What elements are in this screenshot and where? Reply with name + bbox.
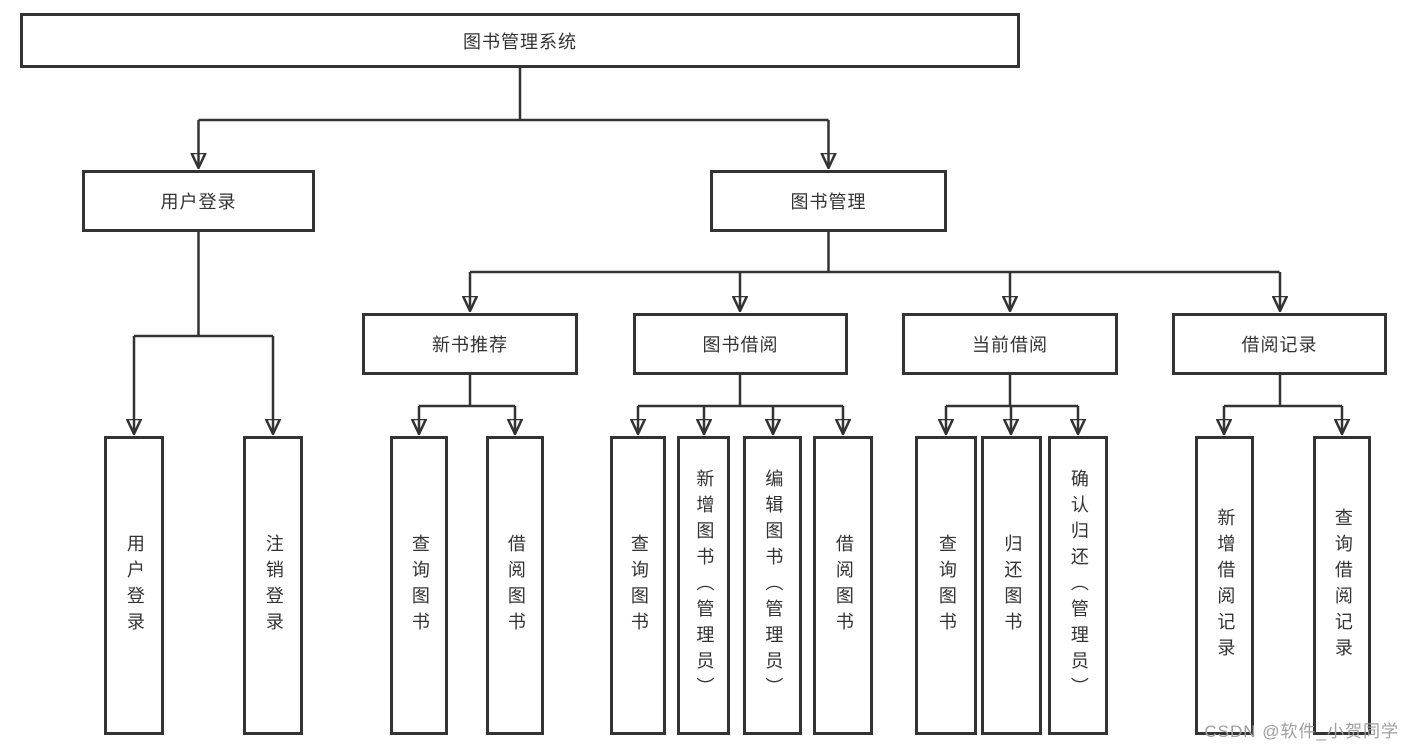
node-leaf-logout: 注销登录 [243,436,303,735]
node-label: 用户登录 [160,192,237,212]
node-label: 借阅图书 [833,533,854,638]
node-label: 归还图书 [1002,533,1023,638]
node-label: 新书推荐 [432,335,508,355]
node-book-management: 图书管理 [710,170,947,232]
node-leaf-query-books-current: 查询图书 [915,436,977,735]
node-label: 当前借阅 [972,335,1048,355]
node-label: 图书管理系统 [463,31,577,52]
connector-group [134,68,1342,434]
node-leaf-user-login: 用户登录 [104,436,164,735]
node-leaf-confirm-return-admin: 确认归还（管理员） [1048,436,1108,735]
node-label: 借阅图书 [505,533,526,638]
node-label: 查询图书 [628,533,649,638]
node-leaf-add-books-admin: 新增图书（管理员） [677,436,730,735]
node-leaf-borrow-books: 借阅图书 [813,436,873,735]
node-label: 注销登录 [263,533,284,638]
node-borrowing-records: 借阅记录 [1172,313,1387,375]
node-label: 查询借阅记录 [1332,507,1353,664]
node-user-login: 用户登录 [82,170,315,232]
node-label: 新增借阅记录 [1215,507,1236,664]
node-leaf-query-books-recommend: 查询图书 [390,436,448,735]
node-label: 图书管理 [790,192,867,212]
node-label: 确认归还（管理员） [1068,468,1089,703]
node-leaf-borrow-books-recommend: 借阅图书 [486,436,544,735]
node-label: 借阅记录 [1241,335,1318,355]
node-label: 新增图书（管理员） [694,468,715,703]
node-leaf-query-books-borrow: 查询图书 [610,436,666,735]
node-new-book-recommend: 新书推荐 [362,313,578,375]
node-leaf-return-books: 归还图书 [981,436,1042,735]
node-book-borrowing: 图书借阅 [633,313,848,375]
node-label: 编辑图书（管理员） [763,468,784,703]
node-label: 图书借阅 [702,335,779,355]
node-current-borrowing: 当前借阅 [902,313,1118,375]
node-leaf-add-borrow-record: 新增借阅记录 [1195,436,1254,735]
node-label: 用户登录 [124,533,145,638]
node-library-management-system: 图书管理系统 [20,13,1020,68]
node-leaf-edit-books-admin: 编辑图书（管理员） [743,436,802,735]
node-leaf-query-borrow-record: 查询借阅记录 [1313,436,1371,735]
watermark: CSDN @软件_小贺同学 [1204,722,1399,741]
node-label: 查询图书 [409,533,430,638]
node-label: 查询图书 [936,533,957,638]
